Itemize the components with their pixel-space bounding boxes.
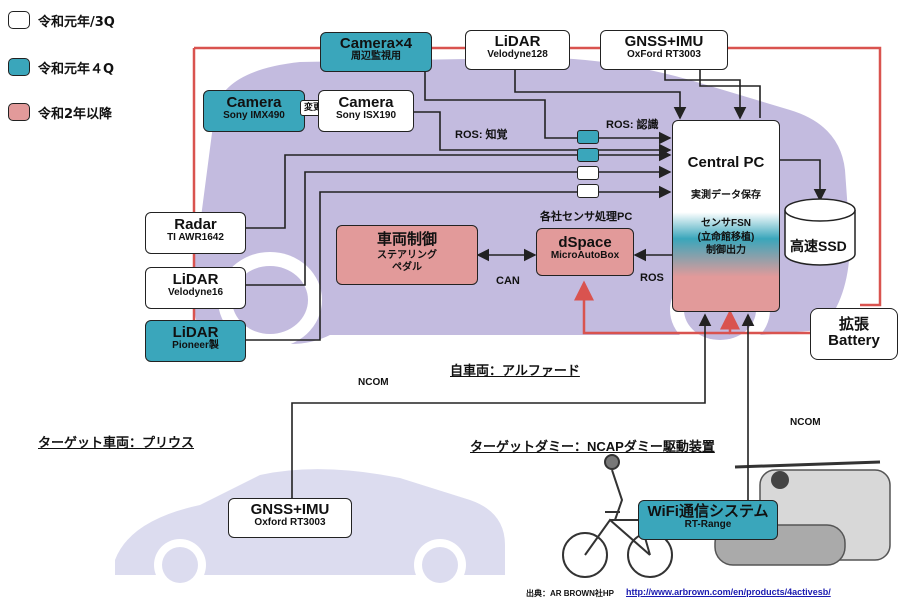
target-dummy-label: ターゲットダミー：NCAPダミー駆動装置 bbox=[470, 436, 715, 455]
ros-label: ROS bbox=[640, 272, 664, 284]
can-label: CAN bbox=[496, 275, 520, 287]
lidar-pioneer-sub: Pioneer製 bbox=[146, 341, 245, 352]
legend-swatch-pink bbox=[8, 103, 30, 121]
central-pc-box: Central PC 実測データ保存 センサFSN (立命館移植) 制御出力 bbox=[672, 120, 780, 312]
ncom-right-label: NCOM bbox=[790, 417, 821, 428]
ssd-cylinder bbox=[784, 198, 856, 268]
legend-label-3q: 令和元年/3Q bbox=[38, 11, 115, 30]
radar-title: Radar bbox=[146, 217, 245, 233]
camera-imx490-sub: Sony IMX490 bbox=[204, 111, 304, 122]
sensor-pc-1 bbox=[577, 130, 599, 144]
gnss-imu-top-box: GNSS+IMU OxFord RT3003 bbox=[600, 30, 728, 70]
legend-swatch-teal bbox=[8, 58, 30, 76]
sensor-pc-3 bbox=[577, 166, 599, 180]
central-pc-fusion: センサFSN bbox=[673, 219, 779, 230]
battery-title: 拡張 bbox=[811, 317, 897, 333]
sensor-pc-4 bbox=[577, 184, 599, 198]
dspace-box: dSpace MicroAutoBox bbox=[536, 228, 634, 276]
gnss-imu-bottom-sub: Oxford RT3003 bbox=[229, 518, 351, 529]
wifi-system-box: WiFi通信システム RT-Range bbox=[638, 500, 778, 540]
lidar-16-sub: Velodyne16 bbox=[146, 288, 245, 299]
ssd-label: 高速SSD bbox=[790, 236, 847, 256]
lidar-128-title: LiDAR bbox=[466, 34, 569, 50]
camera-isx190-box: Camera Sony ISX190 bbox=[318, 90, 414, 132]
ros-perception-label: ROS: 知覚 bbox=[455, 126, 508, 142]
vehicle-control-steering: ステアリング bbox=[337, 251, 477, 262]
sensor-pc-2 bbox=[577, 148, 599, 162]
legend-label-4q: 令和元年４Q bbox=[38, 58, 114, 77]
source-prefix: 出典：AR BROWN社HP bbox=[526, 588, 614, 599]
camera-x4-title: Camera×4 bbox=[321, 36, 431, 52]
gnss-imu-bottom-title: GNSS+IMU bbox=[229, 502, 351, 518]
radar-sub: TI AWR1642 bbox=[146, 233, 245, 244]
camera-isx190-title: Camera bbox=[319, 95, 413, 111]
battery-sub: Battery bbox=[811, 333, 897, 349]
gnss-imu-top-title: GNSS+IMU bbox=[601, 34, 727, 50]
gnss-imu-top-sub: OxFord RT3003 bbox=[601, 50, 727, 61]
camera-imx490-box: Camera Sony IMX490 bbox=[203, 90, 305, 132]
camera-x4-sub: 周辺監視用 bbox=[321, 52, 431, 63]
lidar-128-sub: Velodyne128 bbox=[466, 50, 569, 61]
central-pc-control: 制御出力 bbox=[673, 246, 779, 257]
camera-isx190-sub: Sony ISX190 bbox=[319, 111, 413, 122]
vehicle-control-pedal: ペダル bbox=[337, 263, 477, 274]
central-pc-title: Central PC bbox=[673, 155, 779, 171]
lidar-pioneer-box: LiDAR Pioneer製 bbox=[145, 320, 246, 362]
battery-box: 拡張 Battery bbox=[810, 308, 898, 360]
sensor-pc-label: 各社センサ処理PC bbox=[540, 208, 632, 224]
wifi-system-title: WiFi通信システム bbox=[639, 504, 777, 520]
dspace-sub: MicroAutoBox bbox=[537, 251, 633, 262]
central-pc-port: (立命館移植) bbox=[673, 233, 779, 244]
ego-vehicle-label: 自車両：アルファード bbox=[450, 360, 580, 379]
wifi-system-sub: RT-Range bbox=[639, 520, 777, 531]
lidar-128-box: LiDAR Velodyne128 bbox=[465, 30, 570, 70]
gnss-imu-bottom-box: GNSS+IMU Oxford RT3003 bbox=[228, 498, 352, 538]
legend-swatch-white bbox=[8, 11, 30, 29]
vehicle-control-box: 車両制御 ステアリング ペダル bbox=[336, 225, 478, 285]
central-pc-storage: 実測データ保存 bbox=[673, 191, 779, 202]
lidar-16-title: LiDAR bbox=[146, 272, 245, 288]
vehicle-control-title: 車両制御 bbox=[337, 232, 477, 248]
lidar-16-box: LiDAR Velodyne16 bbox=[145, 267, 246, 309]
camera-imx490-title: Camera bbox=[204, 95, 304, 111]
camera-x4-box: Camera×4 周辺監視用 bbox=[320, 32, 432, 72]
dspace-title: dSpace bbox=[537, 235, 633, 251]
ros-recognition-label: ROS: 認識 bbox=[606, 116, 659, 132]
ncom-left-label: NCOM bbox=[358, 377, 389, 388]
legend-label-r2: 令和2年以降 bbox=[38, 103, 112, 122]
source-link[interactable]: http://www.arbrown.com/en/products/4acti… bbox=[626, 587, 831, 597]
lidar-pioneer-title: LiDAR bbox=[146, 325, 245, 341]
target-vehicle-label: ターゲット車両：プリウス bbox=[38, 432, 194, 451]
radar-box: Radar TI AWR1642 bbox=[145, 212, 246, 254]
